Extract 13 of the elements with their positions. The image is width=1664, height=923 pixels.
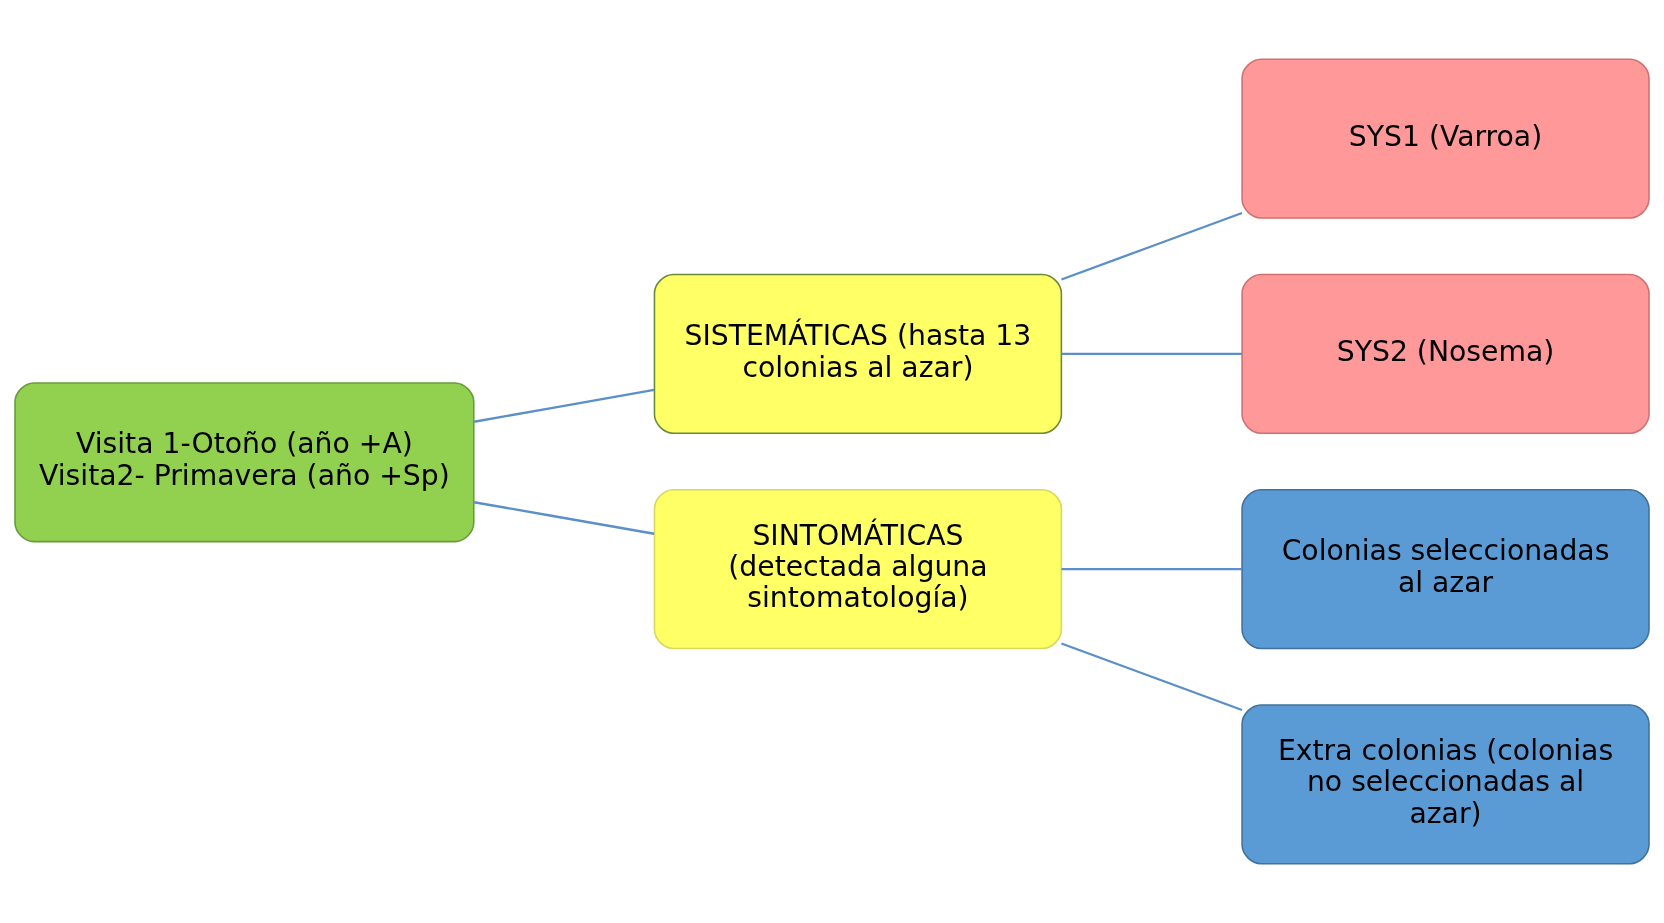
node-box: Visita 1-Otoño (año +A) Visita2- Primavera (año +Sp) [14,382,475,543]
node-box: SYS1 (Varroa) [1241,58,1650,219]
connector [473,501,655,535]
connector [1061,352,1242,356]
node-box: Extra colonias (colonias no seleccionadas al azar) [1241,704,1650,865]
node-box: SYS2 (Nosema) [1241,273,1650,434]
connector [1061,642,1243,712]
connector [1061,567,1242,571]
node-box: SINTOMÁTICAS (detectada alguna sintomatología) [653,489,1063,650]
connector [1061,211,1243,281]
node-box: Colonias seleccionadas al azar [1241,489,1650,650]
node-box: SISTEMÁTICAS (hasta 13 colonias al azar) [653,273,1063,434]
connector [473,388,655,423]
